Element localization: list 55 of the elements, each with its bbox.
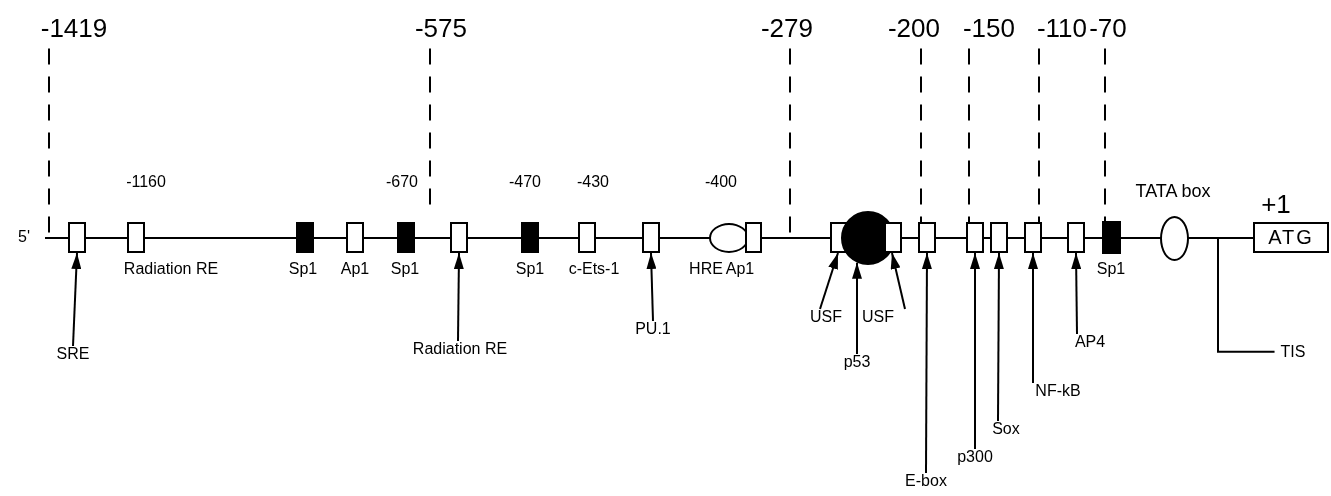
site-label: c-Ets-1: [568, 260, 620, 278]
leader-line: [1038, 47, 1040, 223]
position-number: -1160: [126, 173, 166, 191]
site-label: Sp1: [288, 260, 318, 278]
factor-label: USF: [810, 308, 842, 326]
site-label: Sp1: [390, 260, 420, 278]
leader-line: [920, 47, 922, 223]
arrow: [819, 252, 839, 310]
arrow: [993, 252, 1004, 422]
start-codon-box: ATG: [1253, 222, 1329, 253]
arrow: [646, 252, 657, 322]
leader-line: [1217, 238, 1276, 353]
position-number: -200: [887, 14, 940, 43]
factor-label: USF: [862, 308, 894, 326]
leader-line: [1104, 47, 1106, 222]
position-number: -470: [509, 173, 541, 191]
site-label: HRE: [689, 260, 723, 278]
leader-line: [968, 47, 970, 223]
position-number: -70: [1089, 14, 1127, 43]
position-number: -1419: [40, 14, 108, 43]
leader-line: [789, 47, 791, 236]
position-number: -110: [1036, 14, 1088, 43]
position-number: -279: [760, 14, 813, 43]
position-number: -670: [386, 173, 418, 191]
arrow: [1071, 252, 1082, 335]
factor-label: p53: [843, 353, 871, 371]
factor-label: p300: [957, 448, 993, 466]
arrow: [71, 252, 82, 347]
site-label: Radiation RE: [123, 260, 219, 278]
factor-label: AP4: [1074, 333, 1106, 351]
arrow: [1028, 252, 1038, 384]
position-number: +1: [1261, 190, 1291, 219]
position-number: -575: [414, 14, 467, 43]
factor-label: NF-kB: [1035, 382, 1081, 400]
position-number: -430: [576, 173, 609, 191]
factor-label: Radiation RE: [412, 340, 508, 358]
position-number: -400: [705, 173, 737, 191]
factor-label: E-box: [905, 472, 947, 490]
factor-label: PU.1: [635, 320, 671, 338]
site-label: Ap1: [725, 260, 755, 278]
site-label: Ap1: [340, 260, 370, 278]
factor-label: Sox: [992, 420, 1020, 438]
site-label: Sp1: [1096, 260, 1126, 278]
position-number: -150: [962, 14, 1015, 43]
arrow: [890, 252, 906, 310]
arrow: [921, 252, 932, 474]
arrow: [453, 252, 464, 342]
site-label: Sp1: [515, 260, 545, 278]
arrow: [970, 252, 980, 450]
strand-end-label: 5': [18, 228, 30, 246]
factor-label: SRE: [56, 345, 90, 363]
arrow: [852, 261, 862, 355]
factor-label: TIS: [1280, 343, 1306, 361]
site-label: TATA box: [1135, 182, 1211, 202]
leader-line: [48, 47, 50, 236]
